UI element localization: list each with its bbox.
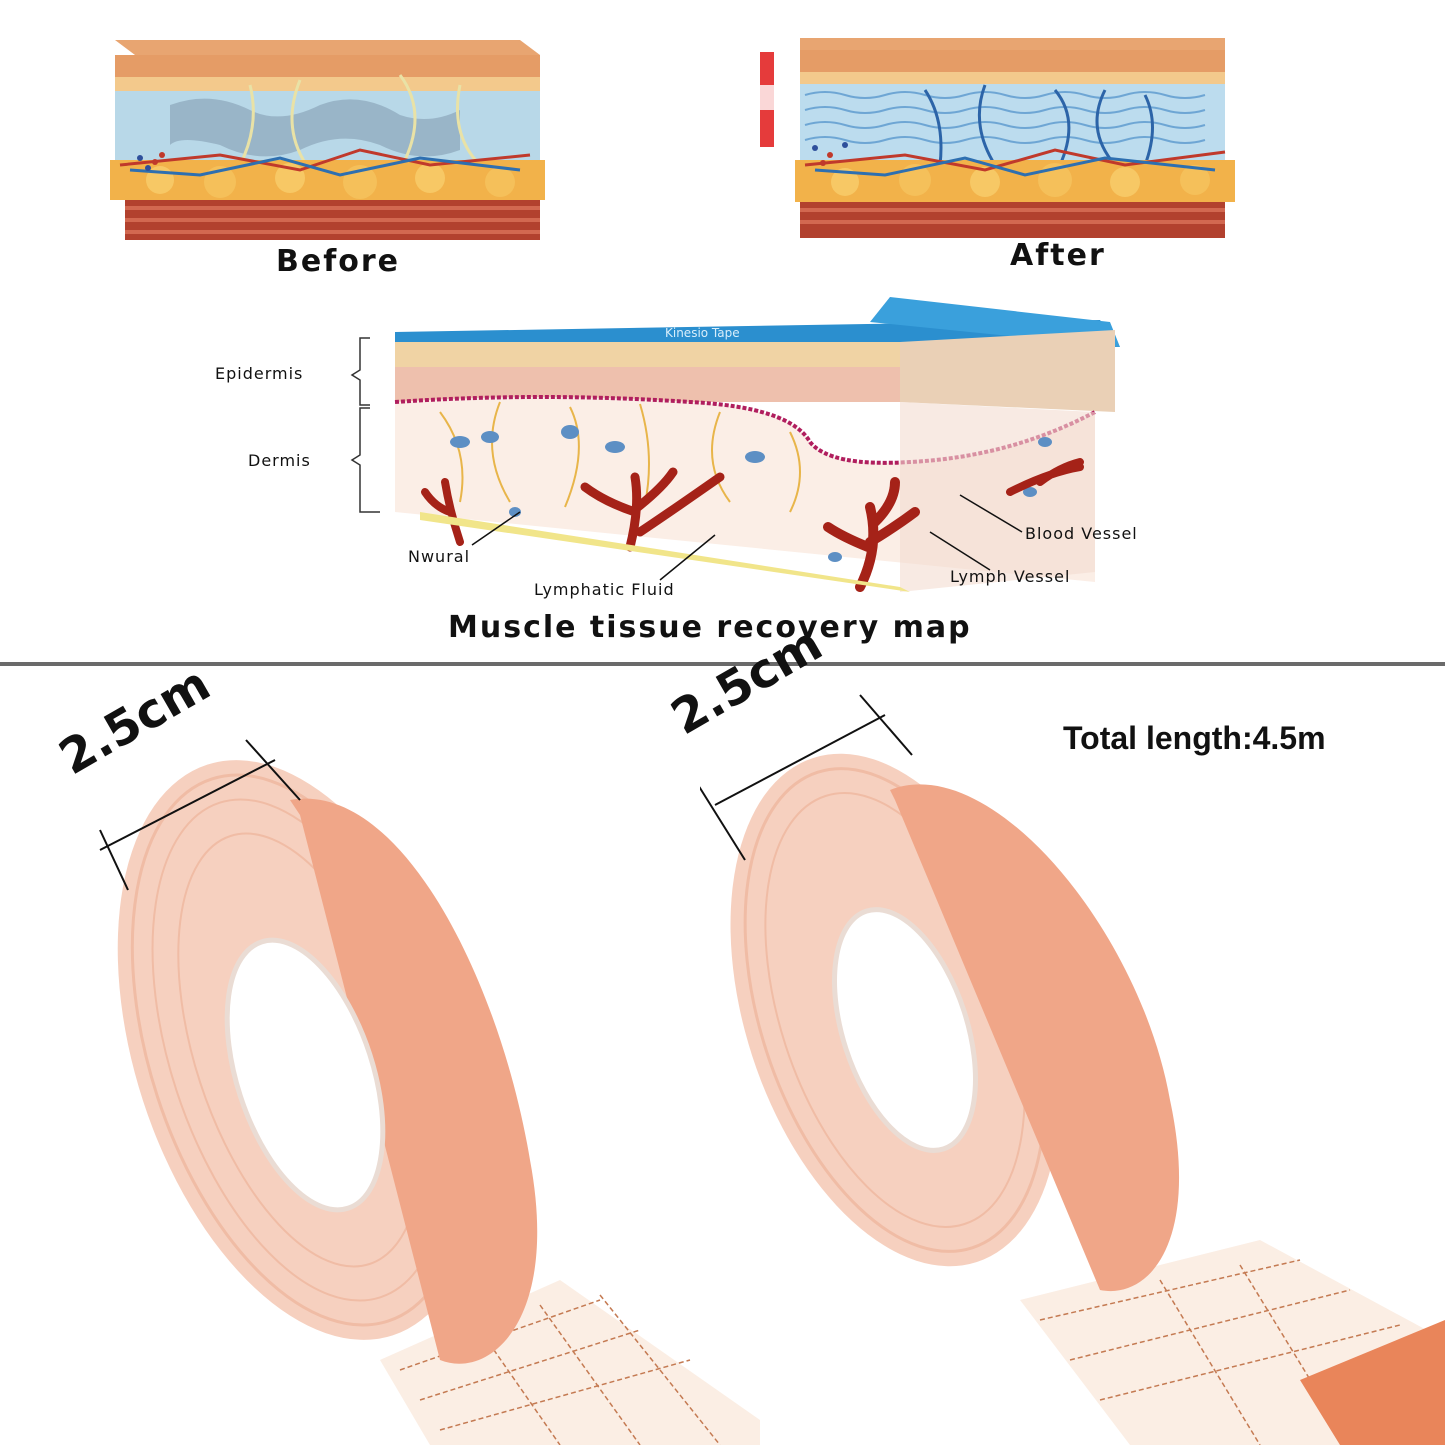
diagram-pointer-lines [471, 494, 1023, 581]
after-label: After [1010, 238, 1106, 273]
diagram-title: Muscle tissue recovery map [448, 610, 972, 645]
blood-vessel-label: Blood Vessel [1025, 524, 1138, 543]
tape-roll-left [99, 739, 760, 1445]
total-length-label: Total length:4.5m [1063, 720, 1326, 756]
before-skin-illustration [110, 40, 545, 240]
section-divider [0, 662, 1445, 666]
kinesio-tape-label: Kinesio Tape [665, 326, 740, 340]
dermis-label: Dermis [248, 451, 311, 470]
diagram-brackets [350, 337, 380, 513]
epidermis-label: Epidermis [215, 364, 304, 383]
nwural-label: Nwural [408, 547, 471, 566]
lymphatic-fluid-label: Lymphatic Fluid [534, 580, 675, 599]
after-skin-illustration [760, 38, 1235, 238]
before-label: Before [276, 244, 401, 279]
skin-cross-section-diagram: Kinesio Tape [394, 297, 1120, 592]
tape-roll-right [700, 694, 1445, 1445]
lymph-vessel-label: Lymph Vessel [950, 567, 1071, 586]
